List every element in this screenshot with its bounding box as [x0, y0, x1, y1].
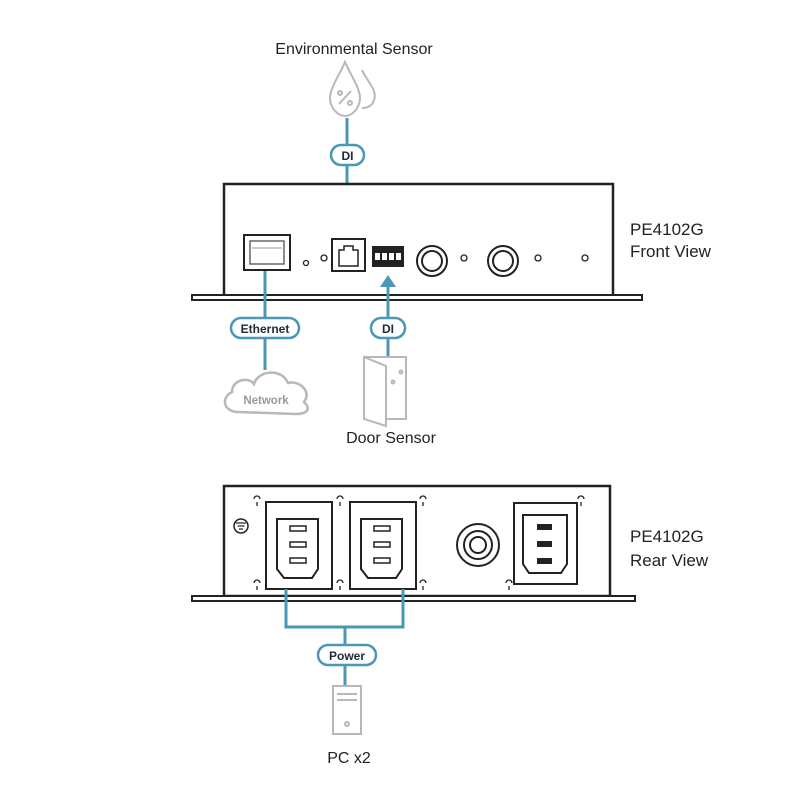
cloud-icon: Network — [223, 371, 309, 416]
power-connector — [284, 589, 405, 685]
fuse-holder — [456, 523, 500, 567]
rear-panel — [191, 484, 636, 602]
svg-text:DI: DI — [342, 149, 354, 163]
di-pill-door: DI — [369, 316, 407, 340]
humidity-drops-icon — [328, 59, 376, 118]
svg-text:Power: Power — [329, 649, 365, 663]
led-icon — [460, 254, 468, 262]
led-icon — [581, 254, 589, 262]
ethernet-pill: Ethernet — [229, 316, 301, 340]
door-sensor-label: Door Sensor — [346, 430, 436, 447]
front-model-label: PE4102G — [630, 220, 704, 239]
round-button-1 — [416, 245, 448, 277]
door-icon — [363, 355, 407, 428]
svg-text:DI: DI — [382, 322, 394, 336]
led-icon — [320, 254, 328, 262]
rear-view-label: Rear View — [630, 551, 709, 570]
svg-text:Ethernet: Ethernet — [241, 322, 290, 336]
power-outlet-2 — [349, 501, 417, 590]
power-pill: Power — [316, 643, 378, 667]
front-panel — [191, 182, 643, 301]
screw-icons — [253, 495, 585, 590]
network-label: Network — [243, 395, 289, 407]
pc-tower-icon — [332, 685, 362, 735]
ground-icon — [233, 518, 249, 534]
arrow-up-icon — [380, 275, 396, 287]
round-button-2 — [487, 245, 519, 277]
pc-label: PC x2 — [327, 750, 371, 767]
di-sensor-port — [331, 238, 366, 272]
front-view-label: Front View — [630, 242, 712, 261]
led-icon — [302, 259, 310, 267]
power-outlet-1 — [265, 501, 333, 590]
rear-model-label: PE4102G — [630, 527, 704, 546]
ethernet-port — [243, 234, 291, 271]
env-sensor-label: Environmental Sensor — [275, 41, 433, 58]
led-icon — [534, 254, 542, 262]
door-sensor-terminal — [372, 246, 404, 267]
di-pill-top: DI — [329, 143, 366, 167]
power-inlet — [513, 502, 578, 585]
